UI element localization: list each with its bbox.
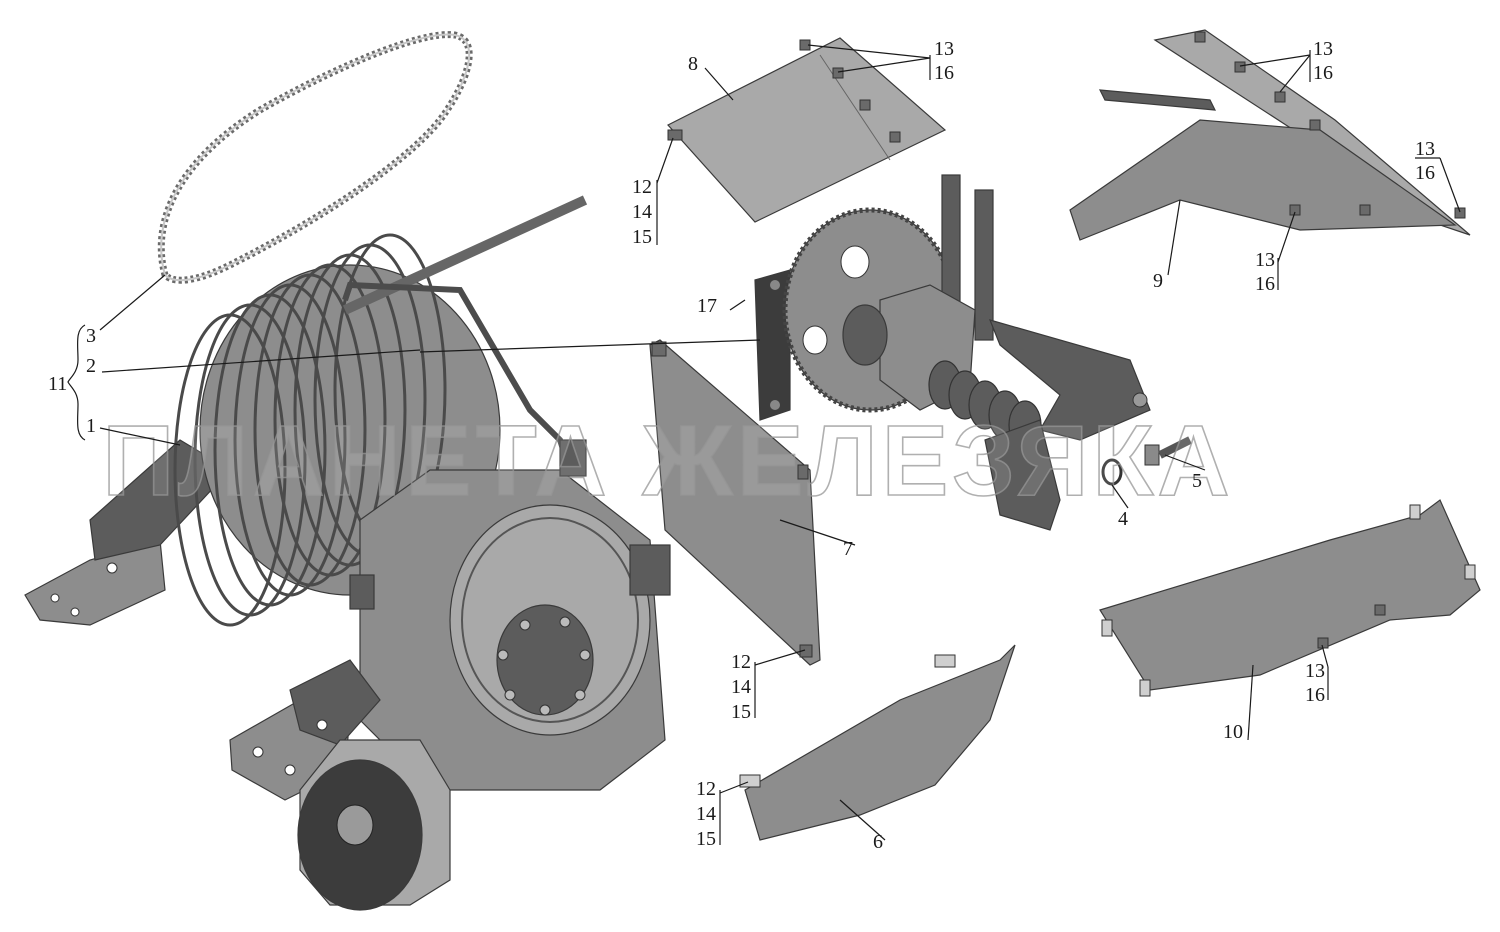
leader-lines	[67, 44, 1461, 845]
guard-part-6	[739, 644, 1016, 841]
label-10-16: 16	[1305, 684, 1325, 706]
winch-rear-foot	[24, 539, 166, 626]
label-8l-12: 12	[632, 176, 652, 198]
label-9c-16: 16	[1255, 273, 1275, 295]
label-8l-14: 14	[632, 201, 652, 223]
label-2: 2	[86, 355, 96, 377]
label-9: 9	[1153, 270, 1163, 292]
label-7-12: 12	[731, 651, 751, 673]
label-7-14: 14	[731, 676, 751, 698]
label-9c-13: 13	[1255, 249, 1275, 271]
label-5: 5	[1192, 470, 1202, 492]
label-8l-15: 15	[632, 226, 652, 248]
label-17: 17	[697, 295, 717, 317]
watermark-text: ПЛАНЕТА ЖЕЛЕЗЯКА	[102, 405, 1233, 517]
callout-labels: 3 2 1 11 4 5 6 7 8 9 10 17 13 16 13 16 1…	[48, 38, 1435, 853]
label-8-16: 16	[934, 62, 954, 84]
label-6-15: 15	[696, 828, 716, 850]
label-7: 7	[843, 538, 853, 560]
label-1: 1	[86, 415, 96, 437]
winch-side-lug	[629, 544, 671, 596]
winch-clamp-2	[349, 574, 375, 610]
label-9a-13: 13	[1313, 38, 1333, 60]
post-right	[974, 189, 994, 341]
bracket-part-9	[1069, 29, 1471, 241]
label-6-12: 12	[696, 778, 716, 800]
tension-arm	[988, 319, 1151, 441]
bolt-part-5	[1144, 436, 1192, 466]
arm-bracket	[984, 419, 1061, 531]
chain-part-3	[157, 31, 473, 284]
rope-wraps	[173, 233, 447, 627]
tensioner-assembly	[754, 174, 1151, 531]
cover-plate-part-8	[667, 37, 947, 223]
winch-clamp	[559, 439, 587, 477]
mount-plate	[754, 269, 791, 421]
label-10: 10	[1223, 721, 1243, 743]
label-8-13: 13	[934, 38, 954, 60]
label-9a-16: 16	[1313, 62, 1333, 84]
label-3: 3	[86, 325, 96, 347]
label-8: 8	[688, 53, 698, 75]
washer-part-4	[1101, 458, 1123, 486]
label-4: 4	[1118, 508, 1128, 530]
label-10-13: 13	[1305, 660, 1325, 682]
label-9b-13: 13	[1415, 138, 1435, 160]
label-6-14: 14	[696, 803, 716, 825]
guard-part-10	[1099, 499, 1481, 697]
worm-shaft-end	[842, 304, 888, 366]
winch-front-bracket	[289, 659, 381, 746]
label-7-15: 15	[731, 701, 751, 723]
label-9b-16: 16	[1415, 162, 1435, 184]
label-11: 11	[48, 373, 67, 395]
winch-assembly-part-1	[24, 195, 671, 911]
cover-plate-part-7	[649, 339, 821, 666]
label-6: 6	[873, 831, 883, 853]
guide-rod	[342, 195, 588, 315]
